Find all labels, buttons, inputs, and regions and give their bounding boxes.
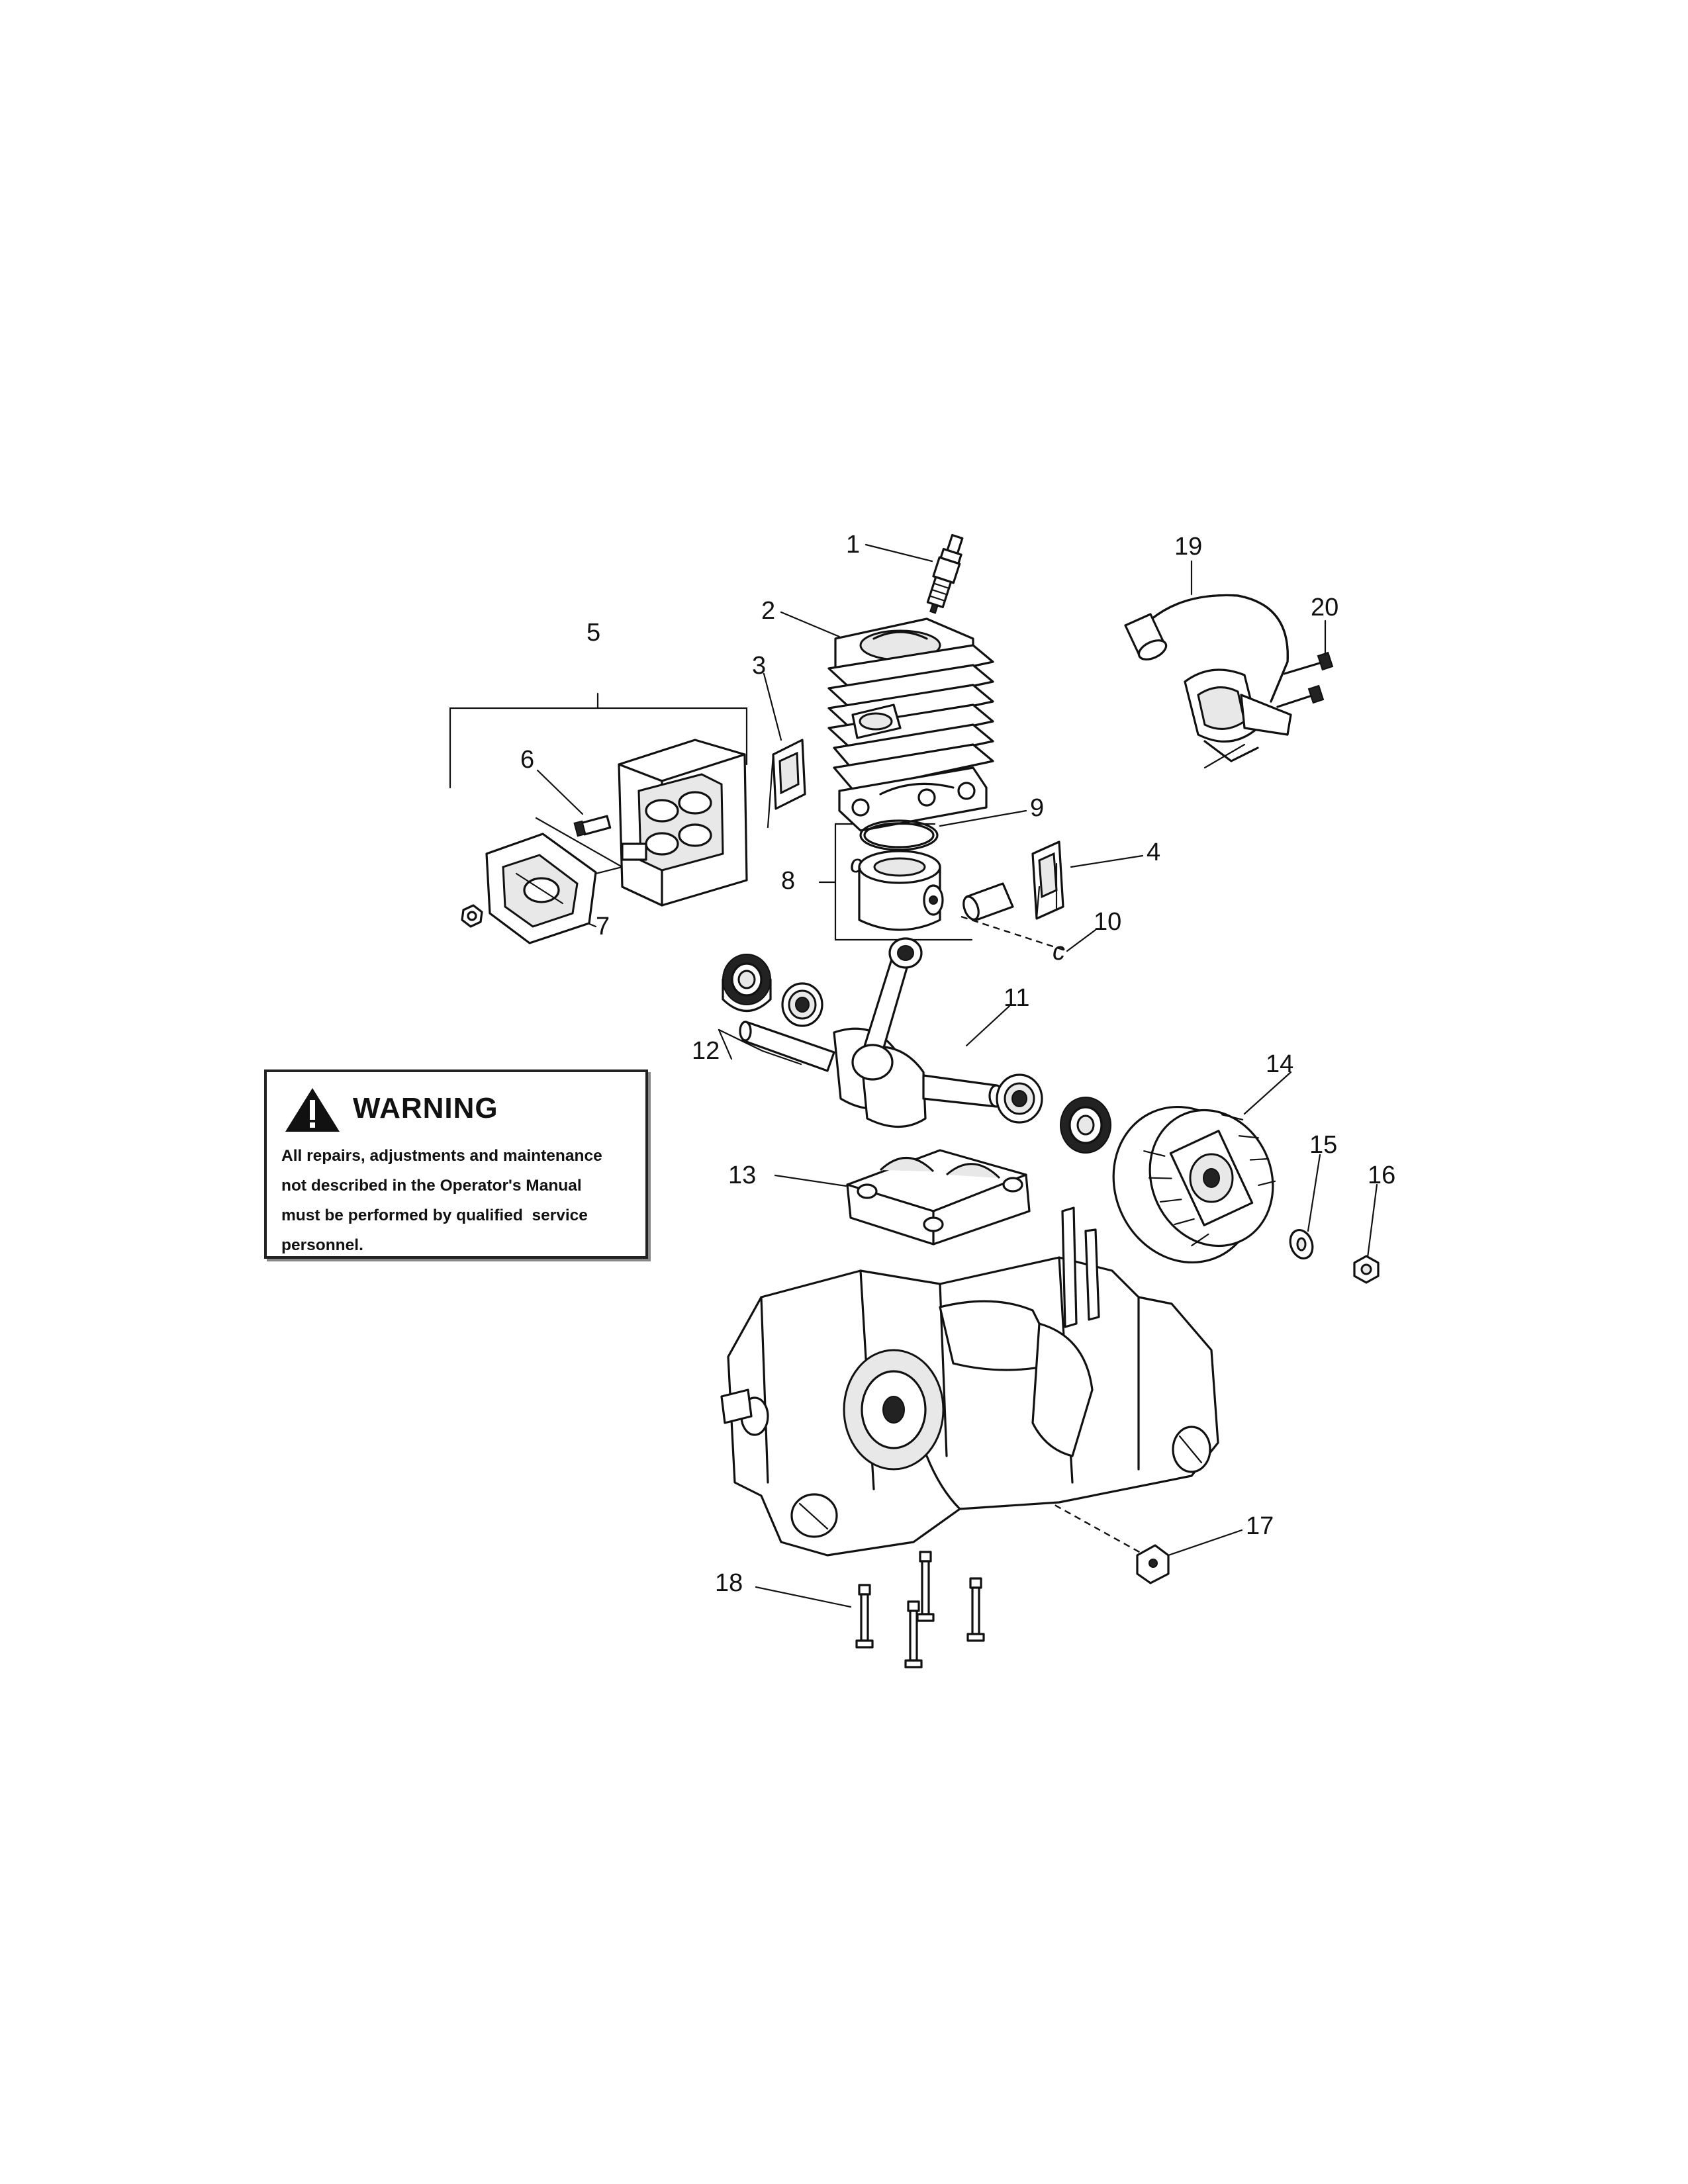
ignition-screws bbox=[1276, 651, 1334, 708]
bearing-right bbox=[996, 1073, 1043, 1124]
crankcase-half bbox=[846, 1149, 1031, 1246]
callout-1: 1 bbox=[846, 531, 860, 559]
callout-9: 9 bbox=[1030, 794, 1044, 822]
muffler-nut bbox=[461, 904, 483, 928]
warning-line: must be performed by qualified service bbox=[281, 1206, 588, 1224]
crankshaft bbox=[739, 937, 1004, 1128]
callout-6: 6 bbox=[520, 746, 534, 774]
callout-13: 13 bbox=[728, 1161, 756, 1189]
callout-12: 12 bbox=[692, 1037, 720, 1065]
gasket-4 bbox=[1031, 841, 1064, 920]
callout-17: 17 bbox=[1246, 1512, 1274, 1540]
callout-16: 16 bbox=[1368, 1161, 1395, 1189]
seal-left bbox=[722, 954, 772, 1013]
warning-title: WARNING bbox=[353, 1092, 498, 1124]
warning-box: WARNING All repairs, adjustments and mai… bbox=[264, 1069, 648, 1259]
spark-plug bbox=[926, 533, 964, 614]
warning-text: All repairs, adjustments and maintenance… bbox=[281, 1141, 639, 1260]
callout-20: 20 bbox=[1311, 594, 1338, 621]
crankcase-screws bbox=[855, 1551, 985, 1668]
warning-line: All repairs, adjustments and maintenance bbox=[281, 1147, 602, 1165]
piston: c bbox=[850, 850, 944, 931]
callout-19: 19 bbox=[1174, 533, 1202, 561]
piston-ring bbox=[859, 819, 939, 851]
callout-11: 11 bbox=[1004, 984, 1029, 1012]
svg-text:c: c bbox=[1053, 938, 1065, 966]
callout-10: 10 bbox=[1094, 908, 1121, 936]
callout-8: 8 bbox=[781, 867, 795, 895]
muffler-screw bbox=[573, 815, 612, 837]
callout-7: 7 bbox=[596, 913, 610, 940]
gasket-3 bbox=[767, 739, 806, 829]
muffler bbox=[618, 739, 748, 907]
callout-5: 5 bbox=[586, 619, 600, 647]
callout-3: 3 bbox=[752, 652, 766, 680]
wrist-pin: c bbox=[962, 882, 1065, 966]
warning-triangle-icon bbox=[285, 1088, 340, 1132]
washer bbox=[1289, 1229, 1314, 1259]
ignition-module bbox=[1124, 594, 1292, 769]
callout-18: 18 bbox=[715, 1569, 743, 1597]
seal-right bbox=[1060, 1097, 1111, 1154]
bearing-left bbox=[781, 982, 823, 1027]
callout-labels: 1 2 3 4 5 6 7 8 9 10 11 12 13 14 15 16 1… bbox=[520, 531, 1395, 1597]
callout-4: 4 bbox=[1147, 839, 1160, 866]
crankcase bbox=[720, 1206, 1219, 1557]
warning-line: not described in the Operator's Manual bbox=[281, 1177, 582, 1195]
flywheel bbox=[1112, 1105, 1276, 1264]
svg-text:c: c bbox=[850, 850, 863, 878]
callout-14: 14 bbox=[1266, 1050, 1293, 1078]
cylinder bbox=[827, 617, 994, 832]
muffler-cover bbox=[485, 833, 597, 944]
flywheel-nut bbox=[1353, 1255, 1380, 1284]
callout-15: 15 bbox=[1309, 1131, 1337, 1159]
callout-2: 2 bbox=[761, 597, 775, 625]
warning-line: personnel. bbox=[281, 1236, 363, 1254]
crankcase-clip bbox=[1136, 1544, 1170, 1584]
